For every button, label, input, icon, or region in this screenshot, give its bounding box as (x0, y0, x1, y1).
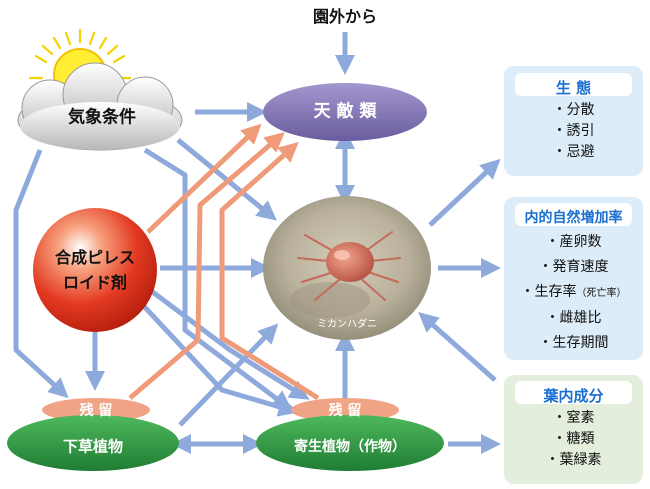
cloud-icon (17, 62, 183, 151)
ecology-item: ・忌避 (552, 144, 595, 160)
leaf-items: ・窒素 ・糖類 ・葉緑素 (504, 408, 643, 471)
ecology-items: ・分散 ・誘引 ・忌避 (504, 100, 643, 163)
enemies-node (263, 83, 427, 141)
arrow-pesticide-to-enemies-a (146, 123, 262, 234)
weather-label: 気象条件 (68, 107, 136, 128)
pesticide-label-line1: 合成ピレス (54, 248, 136, 267)
host-label: 寄生植物（作物） (294, 439, 406, 455)
blue-arrows (13, 32, 501, 454)
growth-items: ・産卵数 ・発育速度 ・生存率（死亡率） ・雌雄比 ・生存期間 (504, 230, 643, 356)
pesticide-label-line2: ロイド剤 (62, 273, 128, 292)
orange-arrows (128, 123, 320, 401)
weeds-label: 下草植物 (62, 437, 124, 456)
growth-box-content: 内的自然増加率 ・産卵数 ・発育速度 ・生存率（死亡率） ・雌雄比 ・生存期間 (504, 197, 643, 360)
ecology-title-bg (515, 73, 632, 96)
arrow-weeds-to-mite (178, 323, 279, 427)
mite-photo (263, 196, 431, 340)
external-label: 園外から (312, 7, 378, 26)
mite-caption: ミカンハダニ (317, 319, 377, 330)
ecology-item: ・分散 (552, 102, 595, 118)
weeds-node (7, 415, 179, 471)
pesticide-node (33, 208, 157, 332)
residue-left-label: 残 留 (79, 403, 113, 419)
residue-left-node (42, 398, 150, 422)
arrow-residue-right-to-enemies (219, 142, 320, 401)
residue-right-label: 残 留 (328, 403, 362, 419)
ecology-title: 生 態 (555, 79, 592, 97)
enemies-label: 天 敵 類 (313, 101, 377, 122)
arrow-weather-down (13, 149, 69, 399)
growth-item: ・発育速度 (538, 259, 609, 275)
ecology-box-content: 生 態 ・分散 ・誘引 ・忌避 (504, 66, 643, 176)
survival-note: （死亡率） (576, 288, 627, 299)
leaf-title-bg (515, 381, 632, 404)
growth-title: 内的自然増加率 (524, 210, 623, 226)
growth-item: ・産卵数 (545, 234, 602, 250)
ecology-item: ・誘引 (552, 123, 595, 139)
leaf-title: 葉内成分 (543, 387, 604, 405)
leaf-item: ・窒素 (552, 410, 595, 426)
growth-item-survival: ・生存率（死亡率） (504, 280, 643, 306)
leaf-item: ・糖類 (552, 431, 595, 447)
arrow-residue-left-to-enemies (128, 132, 285, 400)
arrow-pesticide-to-host-a (138, 300, 299, 417)
growth-item: ・生存率 (520, 284, 577, 300)
arrow-mite-to-ecology (428, 158, 501, 227)
growth-item: ・生存期間 (538, 335, 609, 351)
arrow-weather-to-mite (176, 138, 277, 221)
leaf-box-content: 葉内成分 ・窒素 ・糖類 ・葉緑素 (504, 375, 643, 484)
growth-title-bg (515, 203, 632, 226)
growth-item: ・雌雄比 (545, 310, 602, 326)
growth-box (504, 197, 643, 360)
host-node (256, 415, 444, 471)
leaf-item: ・葉緑素 (545, 452, 602, 468)
weather-node (17, 28, 183, 151)
arrow-pesticide-to-host-b (148, 288, 310, 400)
arrow-leaf-to-mite (418, 312, 497, 382)
